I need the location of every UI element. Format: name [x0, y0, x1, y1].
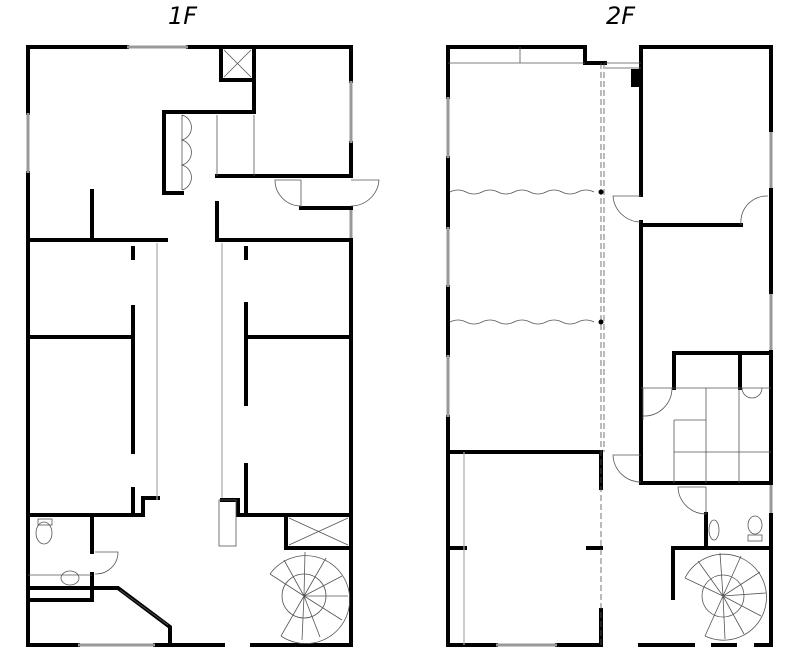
- first-floor-walls: [26, 45, 353, 647]
- floor-label-2f: 2F: [606, 2, 636, 30]
- spiral-stair-2f: [684, 552, 767, 641]
- first-floor-plan: [26, 45, 380, 647]
- first-floor-fixtures: [28, 49, 380, 645]
- second-floor-plan: [446, 45, 773, 647]
- spiral-stair-1f: [269, 551, 351, 645]
- second-floor-fixtures: [448, 47, 771, 645]
- second-floor-walls: [446, 45, 773, 647]
- floor-label-1f: 1F: [168, 2, 198, 30]
